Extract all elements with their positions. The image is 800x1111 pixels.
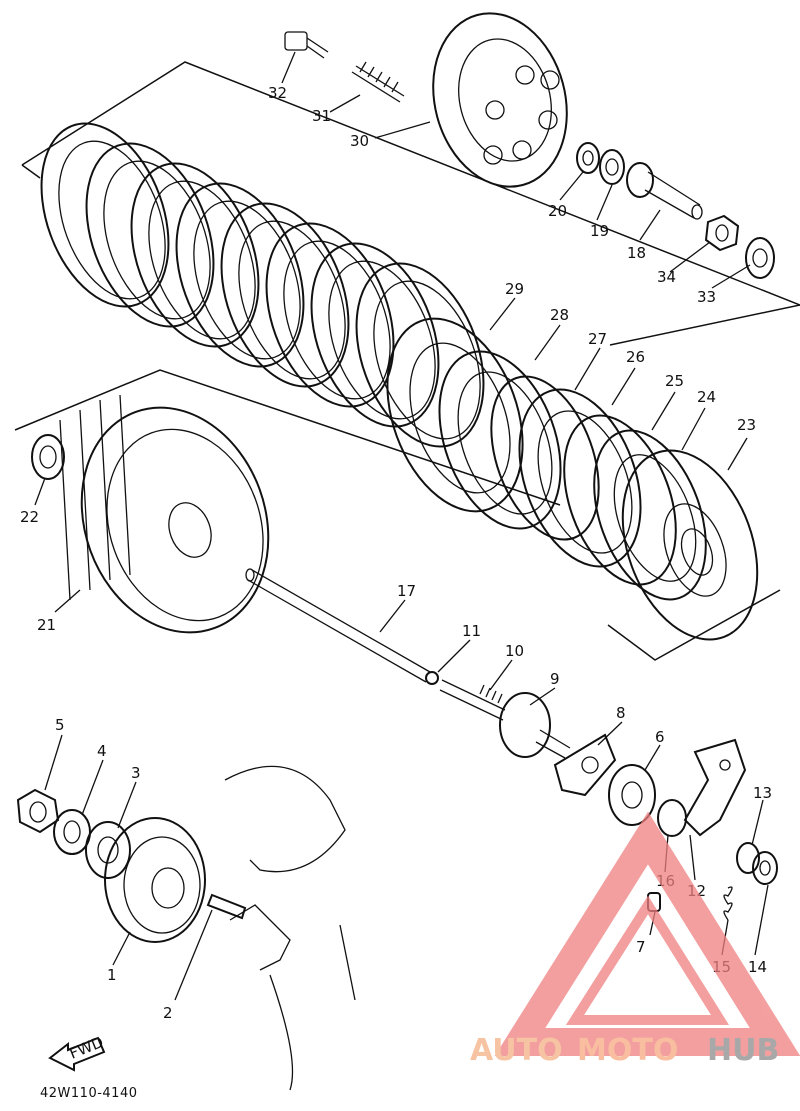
callout-19: 19 [590,222,609,240]
bearing-19 [599,149,625,185]
seat-plate-25 [563,414,677,586]
callout-29: 29 [505,280,524,298]
callout-24: 24 [697,388,716,406]
callout-17: 17 [397,582,416,600]
clutch-plate-stack [40,122,485,448]
upper-assembly-frame [21,61,800,346]
push-lever-12 [683,738,747,837]
callout-21: 21 [37,616,56,634]
callout-20: 20 [548,202,567,220]
nut-34 [704,214,740,252]
cushion-spring-26 [518,388,642,568]
nut-5 [16,788,60,834]
washer-13 [736,842,760,874]
nut-14 [752,851,778,885]
callout-22: 22 [20,508,39,526]
push-rod-10 [439,679,506,721]
lock-washer-33 [745,237,775,279]
pressure-plate-30 [432,12,568,188]
callout-9: 9 [550,670,560,688]
callout-25: 25 [665,372,684,390]
crankshaft-outline [224,765,356,1091]
clutch-housing-21 [59,394,270,634]
callout-32: 32 [268,84,287,102]
leader-lines [34,51,769,1001]
fwd-arrow-icon: FWD [48,1033,106,1072]
watermark-moto: MOTO [577,1033,678,1068]
callouts: 1 2 3 4 5 6 7 8 9 10 11 12 13 14 15 16 1… [20,84,772,1022]
callout-2: 2 [163,1004,173,1022]
callout-13: 13 [753,784,772,802]
watermark-triangle-icon [494,811,800,1056]
friction-plate-29 [386,317,524,513]
woodruff-key-2 [206,893,247,920]
plate-8 [553,733,617,797]
callout-5: 5 [55,716,65,734]
clutch-plate-24 [593,429,707,601]
watermark-auto: AUTO [470,1033,563,1068]
clutch-spring-31 [351,61,405,103]
callout-14: 14 [748,958,767,976]
bearing-16 [657,799,687,837]
clutch-boss-23 [621,449,759,641]
callout-10: 10 [505,642,524,660]
clutch-plate-28 [438,350,562,530]
watermark-hub: HUB [707,1033,779,1068]
ball-11 [425,671,439,685]
primary-drive-gear-1 [104,817,206,943]
callout-6: 6 [655,728,665,746]
callout-4: 4 [97,742,107,760]
callout-26: 26 [626,348,645,366]
callout-33: 33 [697,288,716,306]
wire-circlip-27 [490,375,600,541]
push-rod-17 [245,568,431,683]
spring-15 [723,886,733,921]
callout-34: 34 [657,268,676,286]
callout-18: 18 [627,244,646,262]
callout-23: 23 [737,416,756,434]
callout-7: 7 [636,938,646,956]
callout-27: 27 [588,330,607,348]
bolt-32 [284,31,329,59]
callout-3: 3 [131,764,141,782]
push-rod-18 [626,162,703,220]
callout-11: 11 [462,622,481,640]
thrust-washer-22 [31,434,65,480]
lower-assembly-frame [14,369,781,661]
callout-1: 1 [107,966,117,984]
callout-30: 30 [350,132,369,150]
drawing-code: 42W110-4140 [40,1086,137,1101]
lock-washer-4 [53,809,91,855]
push-lever-9 [499,692,571,759]
callout-8: 8 [616,704,626,722]
plate-washer-3 [85,821,131,879]
washer-20 [576,142,600,174]
watermark-logo: AUTO MOTO HUB [470,811,800,1068]
oil-seal-6 [608,764,656,826]
callout-28: 28 [550,306,569,324]
callout-31: 31 [312,107,331,125]
